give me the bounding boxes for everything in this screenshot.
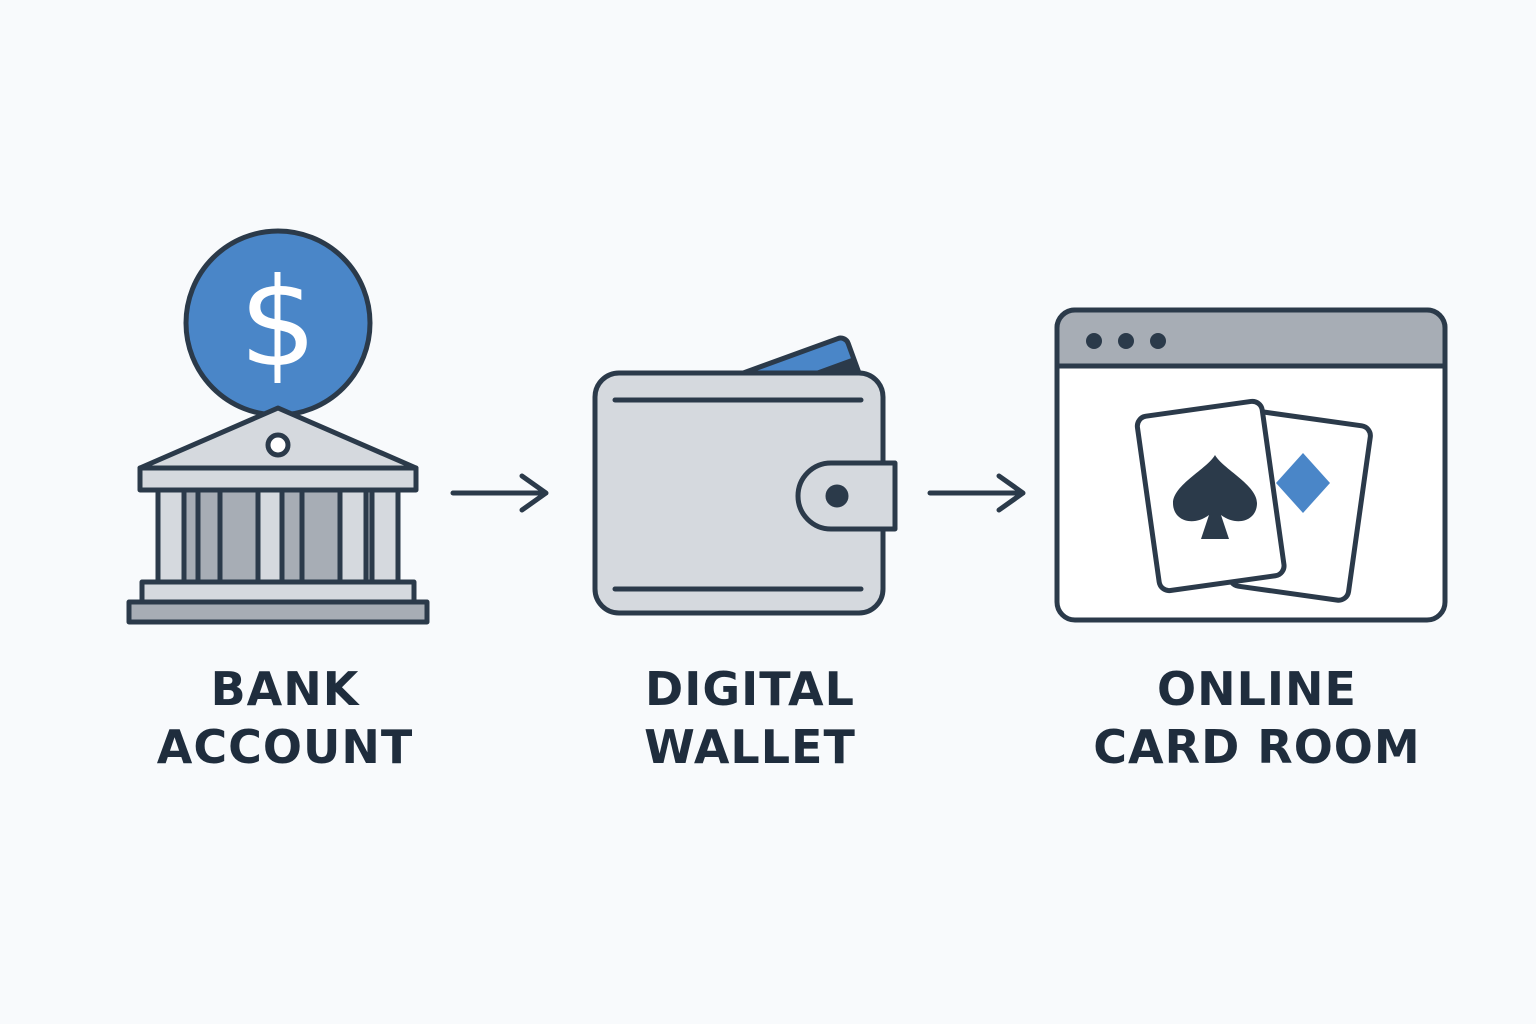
step-label-line2: WALLET (644, 720, 856, 774)
step-label-card-room: ONLINE CARD ROOM (1082, 660, 1432, 776)
bank-icon: $ (120, 225, 440, 635)
step-label-line2: ACCOUNT (156, 720, 414, 774)
wallet-icon (585, 295, 905, 625)
step-label-line1: ONLINE (1157, 662, 1357, 716)
svg-text:$: $ (239, 252, 317, 394)
arrow-right-icon (927, 473, 1026, 513)
browser-cards-icon (1050, 303, 1455, 628)
step-label-line1: DIGITAL (645, 662, 855, 716)
step-label-line2: CARD ROOM (1093, 720, 1421, 774)
step-label-bank: BANK ACCOUNT (125, 660, 445, 776)
arrow-right-icon (450, 473, 549, 513)
step-label-wallet: DIGITAL WALLET (590, 660, 910, 776)
step-label-line1: BANK (210, 662, 360, 716)
